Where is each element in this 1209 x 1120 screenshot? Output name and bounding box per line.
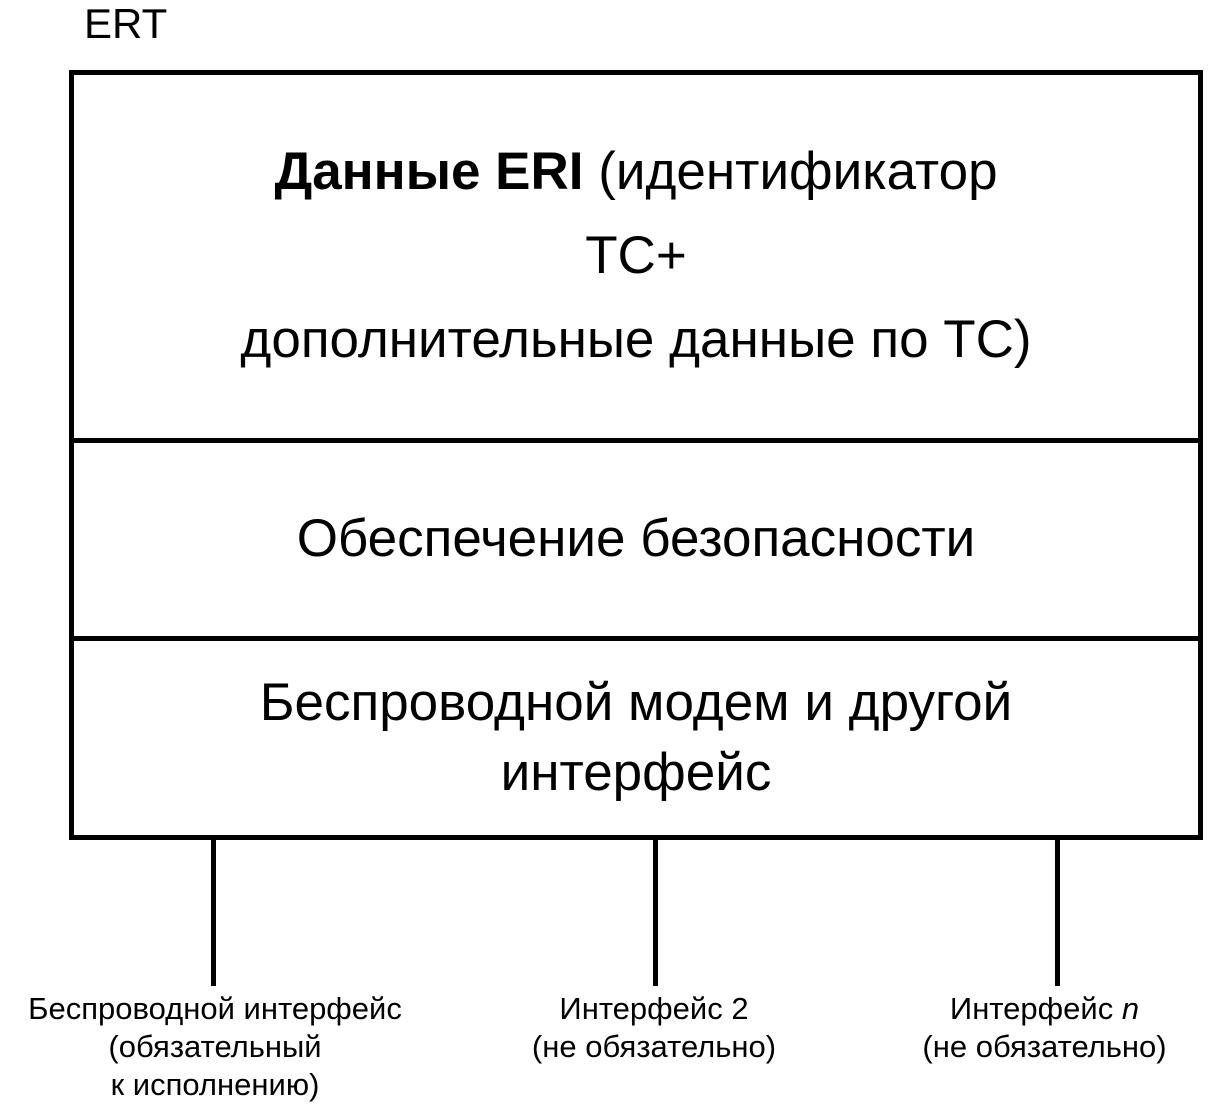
label-wireless-interface: Беспроводной интерфейс (обязательный к и…	[0, 990, 430, 1104]
wireless-interface-line1: Беспроводной интерфейс	[28, 991, 402, 1026]
security-text: Обеспечение безопасности	[296, 509, 976, 569]
box-row-eri-data: Данные ERI (идентификатор ТС+ дополнител…	[74, 75, 1198, 443]
label-interface-n: Интерфейс n (не обязательно)	[880, 990, 1209, 1066]
eri-data-line3: дополнительные данные по ТС)	[240, 310, 1032, 370]
eri-data-line1-rest: (идентификатор	[583, 142, 998, 202]
eri-data-bold-label: Данные ERI	[274, 142, 584, 202]
connector-line-interface-2	[653, 840, 658, 986]
wireless-interface-line2: (обязательный	[108, 1029, 322, 1064]
interface-n-line1: Интерфейс n	[880, 990, 1209, 1028]
label-interface-2: Интерфейс 2 (не обязательно)	[455, 990, 853, 1066]
interface-n-index: n	[1121, 991, 1140, 1026]
connector-line-wireless-interface	[211, 840, 216, 986]
diagram-title: ERT	[84, 0, 168, 47]
interface-n-prefix: Интерфейс	[949, 991, 1122, 1026]
modem-line2: интерфейс	[500, 743, 772, 803]
ert-device-box: Данные ERI (идентификатор ТС+ дополнител…	[69, 70, 1203, 840]
interface-2-line1: Интерфейс 2	[559, 991, 749, 1026]
eri-data-line2: ТС+	[585, 226, 687, 286]
interface-2-line2: (не обязательно)	[531, 1029, 777, 1064]
box-row-security: Обеспечение безопасности	[74, 443, 1198, 642]
eri-data-text: Данные ERI (идентификатор ТС+ дополнител…	[80, 130, 1192, 382]
interface-n-line2: (не обязательно)	[922, 1029, 1167, 1064]
modem-line1: Беспроводной модем и другой	[259, 673, 1013, 733]
box-row-modem: Беспроводной модем и другой интерфейс	[74, 641, 1198, 835]
wireless-interface-line3: к исполнению)	[110, 1067, 320, 1102]
connector-line-interface-n	[1055, 840, 1060, 986]
modem-text: Беспроводной модем и другой интерфейс	[80, 668, 1192, 808]
